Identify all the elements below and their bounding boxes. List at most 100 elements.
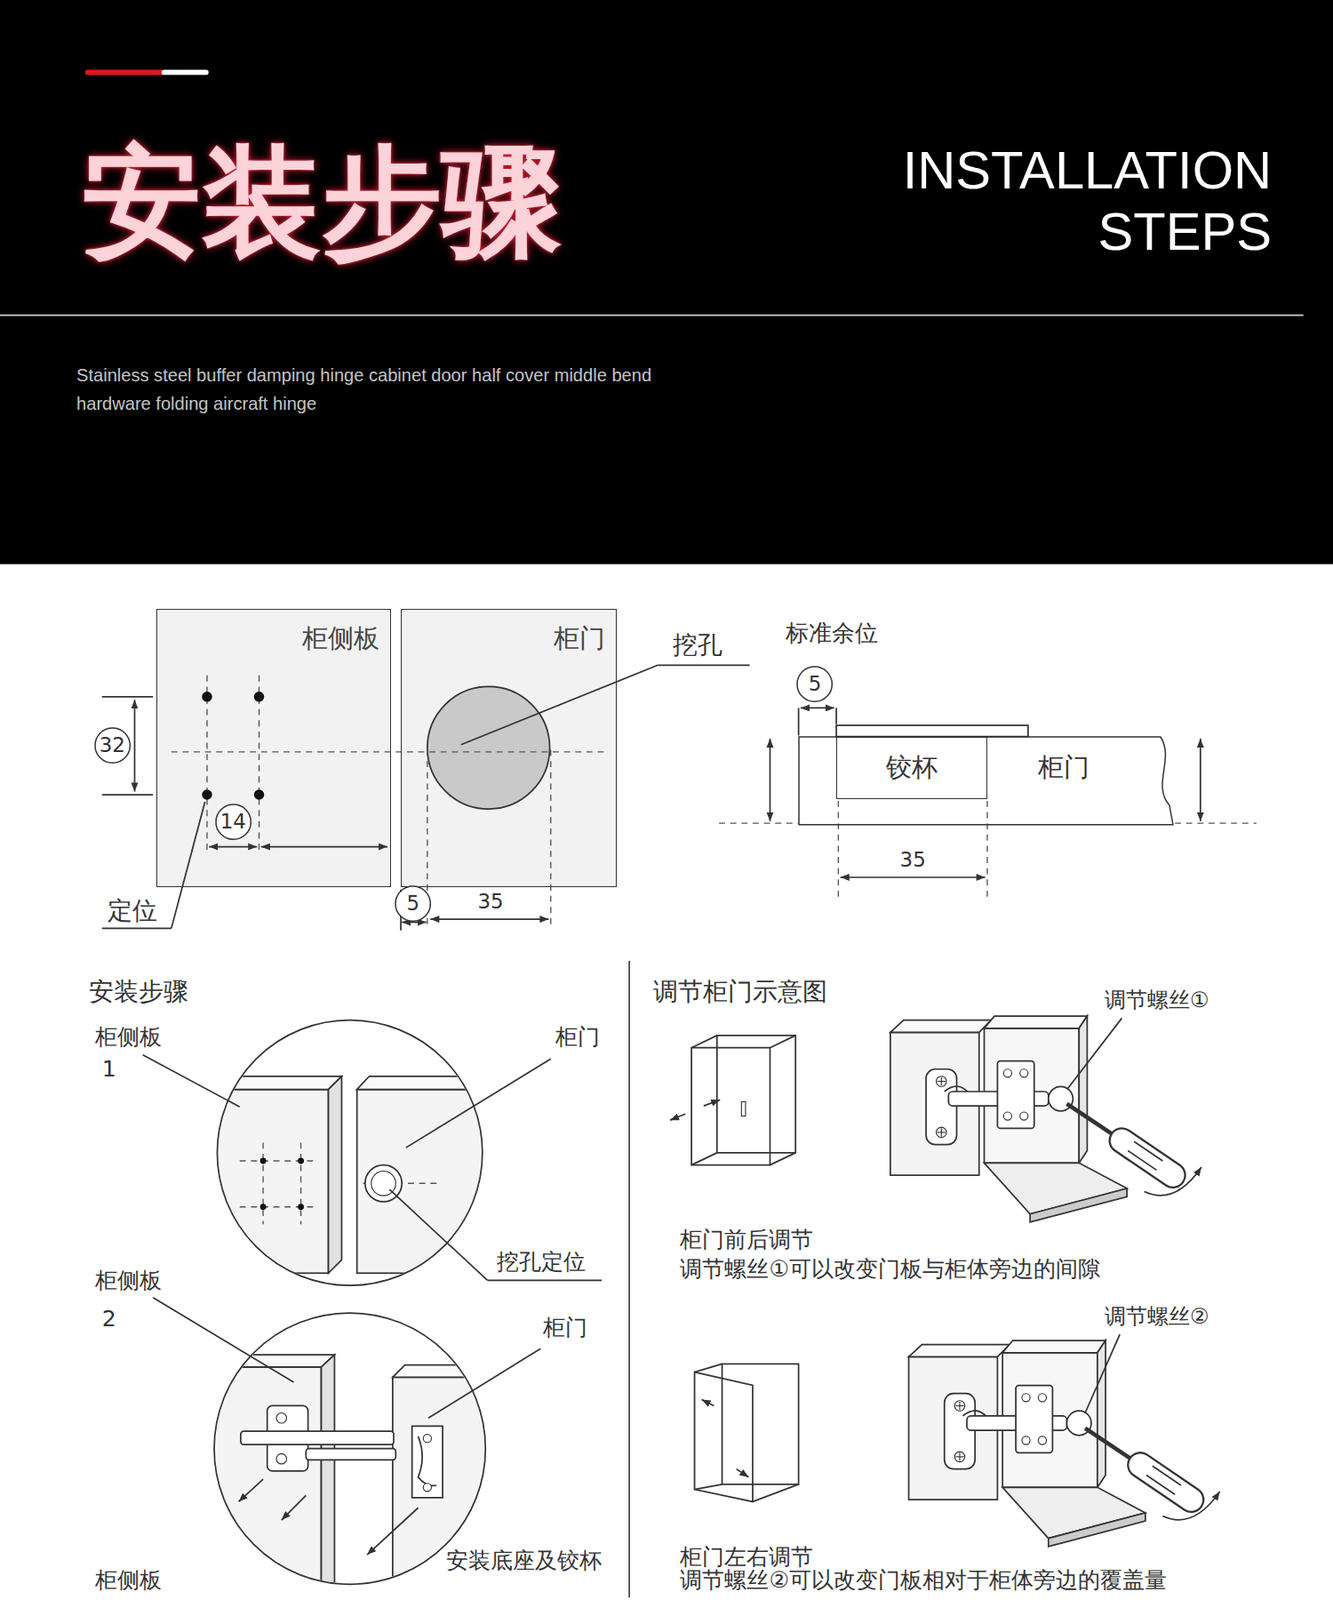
label-wrap: 柜门前后调节 — [679, 1226, 814, 1254]
label-wrap: 调节螺丝② — [1104, 1303, 1210, 1330]
label-wrap: 柜门 — [542, 1314, 588, 1341]
door-outline — [798, 736, 1174, 825]
drilling-layout — [461, 664, 658, 745]
step-two-circle — [392, 1364, 501, 1378]
label-wrap: 安装步骤 — [88, 976, 189, 1006]
step-two-circle — [423, 1483, 432, 1492]
drilling-layout — [102, 695, 153, 698]
circle-outline — [797, 666, 832, 702]
step-number: 2 — [102, 1305, 117, 1333]
drilling-layout — [134, 699, 136, 791]
label-wrap: INSTALLATION STEPS — [878, 140, 1272, 264]
side-view — [986, 800, 988, 898]
dimension-number: 14 — [220, 809, 247, 835]
header-band — [0, 314, 1304, 317]
cabinet-icon — [694, 1363, 723, 1372]
part-label: 标准余位 — [785, 619, 879, 648]
step-one-circle — [300, 1141, 302, 1224]
step-two-circle — [423, 1434, 432, 1443]
cabinet-icon — [670, 1113, 686, 1120]
dimension: 35 — [475, 889, 505, 915]
part-name: 柜门 — [1037, 751, 1090, 783]
circle-outline — [215, 804, 251, 839]
label-wrap: 安装底座及铰杯 — [446, 1547, 602, 1574]
side-view — [1174, 822, 1257, 823]
cabinet-icon — [670, 1035, 796, 1166]
drilling-layout — [102, 927, 172, 930]
label-wrap: 调节螺丝①可以改变门板与柜体旁边的间隙 — [679, 1255, 1101, 1283]
door-profile: 柜门铰杯 — [798, 736, 1179, 825]
step-number: 1 — [102, 1055, 117, 1083]
step-two-circle — [321, 1354, 336, 1600]
section-heading: 安装步骤 — [88, 976, 189, 1006]
cabinet-icon — [741, 1101, 746, 1116]
step-one-circle — [216, 1020, 482, 1286]
step-one-circle — [204, 1076, 343, 1090]
drilling-layout — [201, 691, 212, 702]
part-label: 调节螺丝② — [1104, 1303, 1210, 1330]
cabinet-icon — [722, 1363, 799, 1484]
dimension: 35 — [898, 847, 928, 873]
english-title: INSTALLATION STEPS — [878, 140, 1272, 264]
title-wrap: 安装步骤 — [81, 129, 562, 275]
drilling-layout — [208, 846, 257, 848]
step-one-circle — [239, 1205, 319, 1207]
drilling-layout — [254, 691, 264, 702]
step-two-circle — [281, 1494, 307, 1520]
label-wrap: 挖孔 — [672, 630, 723, 660]
cabinet-icon — [694, 1372, 753, 1502]
step-one-circle — [262, 1141, 264, 1224]
step-two-circle — [240, 1430, 394, 1445]
header-band — [0, 0, 1333, 565]
drilling-layout — [550, 750, 551, 929]
label-wrap: 2 — [102, 1305, 117, 1333]
step-two-circle — [412, 1425, 443, 1497]
drilling-layout — [171, 801, 206, 928]
header-band — [164, 70, 207, 76]
step-caption: 安装底座及铰杯 — [446, 1547, 602, 1574]
step-one-circle — [297, 1157, 304, 1165]
label-wrap: 35 — [898, 847, 928, 873]
cabinet-side-panel: 柜侧板 14 — [156, 608, 392, 887]
step-two-circle — [418, 1436, 438, 1485]
cabinet-icon — [752, 1484, 799, 1502]
label-wrap: 柜门 — [555, 1023, 600, 1051]
side-view — [840, 876, 986, 879]
drilling-layout — [400, 608, 617, 887]
step-two-circle — [152, 1297, 294, 1382]
label-wrap: 1 — [102, 1055, 117, 1083]
step-one-circle — [143, 1020, 602, 1286]
side-view — [1199, 738, 1202, 822]
label-wrap: 挖孔定位 — [496, 1248, 586, 1276]
step-one-circle — [204, 1076, 501, 1273]
cabinet-icon — [769, 1035, 796, 1048]
cabinet-icon — [769, 1152, 796, 1166]
circle-outline — [95, 727, 130, 763]
side-view — [835, 707, 838, 724]
step-two-circle — [204, 1354, 336, 1367]
side-view — [800, 707, 835, 710]
step-one-circle — [406, 1058, 551, 1148]
part-label: 挖孔 — [672, 630, 723, 660]
step-one-circle — [260, 1157, 267, 1165]
dimension-circle: 14 — [215, 803, 252, 840]
drilling-layout — [657, 663, 750, 666]
step-one-circle — [297, 1203, 304, 1210]
cabinet-icon — [702, 1399, 715, 1406]
step-one-circle — [357, 1076, 501, 1090]
header-band — [0, 0, 1333, 565]
cabinet-icon — [694, 1363, 799, 1501]
step-one-circle — [389, 1189, 487, 1280]
step-one-circle — [357, 1089, 495, 1274]
side-view — [836, 725, 1029, 737]
step-two-circle — [276, 1412, 287, 1423]
part-label: 调节螺丝① — [1104, 987, 1210, 1014]
step-two-circle — [239, 1478, 264, 1501]
step-one-circle — [239, 1159, 319, 1161]
part-name: 柜侧板 — [302, 622, 380, 654]
divider — [628, 960, 631, 1597]
cabinet-icon — [703, 1099, 720, 1106]
